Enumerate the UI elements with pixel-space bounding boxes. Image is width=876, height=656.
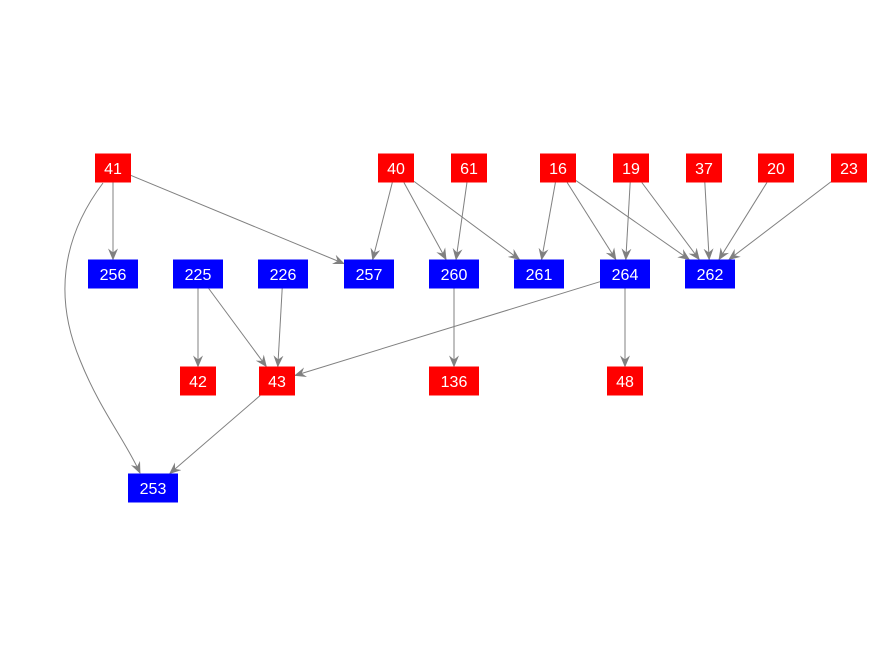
edge-16-to-261: [538, 182, 556, 261]
node-box: [95, 153, 131, 183]
node-41[interactable]: 41: [95, 153, 131, 183]
node-264[interactable]: 264: [600, 259, 650, 289]
node-box: [600, 259, 650, 289]
node-225[interactable]: 225: [173, 259, 223, 289]
node-box: [831, 153, 867, 183]
node-label: 262: [697, 267, 724, 284]
node-label: 253: [140, 481, 167, 498]
edge-225-to-43: [208, 288, 267, 368]
node-37[interactable]: 37: [686, 153, 722, 183]
edge-16-to-264: [566, 182, 617, 261]
edge-16-to-262: [575, 180, 691, 261]
node-43[interactable]: 43: [259, 366, 295, 396]
node-box: [685, 259, 735, 289]
node-label: 20: [767, 161, 785, 178]
node-label: 41: [104, 161, 122, 178]
node-260[interactable]: 260: [429, 259, 479, 289]
node-label: 136: [441, 374, 468, 391]
edge-264-to-43: [294, 281, 601, 378]
edge-40-to-260: [403, 182, 447, 261]
node-label: 48: [616, 374, 634, 391]
node-20[interactable]: 20: [758, 153, 794, 183]
node-40[interactable]: 40: [378, 153, 414, 183]
node-box: [758, 153, 794, 183]
node-226[interactable]: 226: [258, 259, 308, 289]
node-label: 226: [270, 267, 297, 284]
node-256[interactable]: 256: [88, 259, 138, 289]
edge-19-to-264: [621, 182, 632, 261]
node-42[interactable]: 42: [180, 366, 216, 396]
node-61[interactable]: 61: [451, 153, 487, 183]
node-box: [540, 153, 576, 183]
node-label: 61: [460, 161, 478, 178]
node-19[interactable]: 19: [613, 153, 649, 183]
node-label: 37: [695, 161, 713, 178]
node-box: [180, 366, 216, 396]
node-253[interactable]: 253: [128, 473, 178, 503]
edge-43-to-253: [169, 395, 261, 475]
node-label: 256: [100, 267, 127, 284]
edge-19-to-262: [641, 182, 700, 261]
node-box: [128, 473, 178, 503]
edge-61-to-260: [452, 182, 468, 261]
node-box: [451, 153, 487, 183]
node-box: [344, 259, 394, 289]
node-box: [88, 259, 138, 289]
edge-41-to-257: [130, 174, 345, 265]
edge-41-to-253: [64, 182, 141, 474]
node-box: [258, 259, 308, 289]
node-box: [607, 366, 643, 396]
node-23[interactable]: 23: [831, 153, 867, 183]
node-label: 19: [622, 161, 640, 178]
node-257[interactable]: 257: [344, 259, 394, 289]
node-16[interactable]: 16: [540, 153, 576, 183]
node-label: 260: [441, 267, 468, 284]
node-label: 23: [840, 161, 858, 178]
node-box: [259, 366, 295, 396]
edge-40-to-257: [370, 182, 393, 261]
edge-226-to-43: [273, 288, 284, 368]
node-label: 40: [387, 161, 405, 178]
node-136[interactable]: 136: [429, 366, 479, 396]
node-box: [613, 153, 649, 183]
node-label: 225: [185, 267, 212, 284]
edge-40-to-261: [413, 180, 521, 261]
node-48[interactable]: 48: [607, 366, 643, 396]
node-label: 16: [549, 161, 567, 178]
node-box: [173, 259, 223, 289]
node-label: 261: [526, 267, 553, 284]
node-262[interactable]: 262: [685, 259, 735, 289]
node-box: [378, 153, 414, 183]
node-label: 42: [189, 374, 207, 391]
node-261[interactable]: 261: [514, 259, 564, 289]
edge-37-to-262: [703, 182, 714, 261]
edge-23-to-262: [728, 181, 832, 261]
node-box: [686, 153, 722, 183]
edge-20-to-262: [718, 182, 768, 261]
node-box: [429, 366, 479, 396]
node-label: 43: [268, 374, 286, 391]
node-box: [429, 259, 479, 289]
node-label: 264: [612, 267, 639, 284]
node-label: 257: [356, 267, 383, 284]
node-box: [514, 259, 564, 289]
